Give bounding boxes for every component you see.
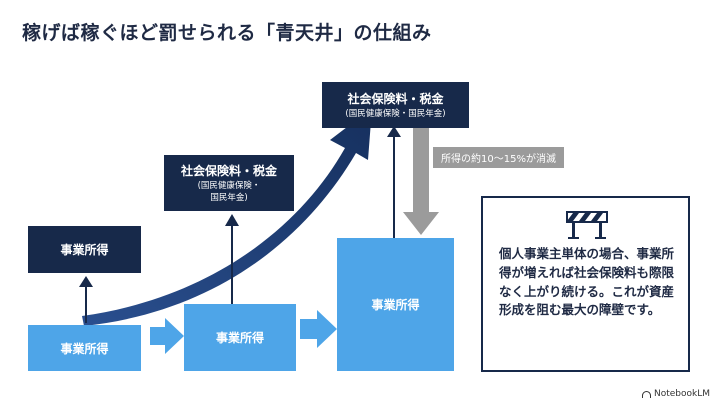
- up-arrow-2: [225, 214, 239, 304]
- note-text: 個人事業主単体の場合、事業所得が増えれば社会保険料も際限なく上がり続ける。これが…: [499, 246, 675, 318]
- loss-label: 所得の約10～15%が消滅: [433, 147, 564, 168]
- stage2-tax-label: 社会保険料・税金: [180, 164, 277, 179]
- page-title: 稼げば稼ぐほど罰せられる「青天井」の仕組み: [22, 22, 432, 44]
- stage3-tax-sub: (国民健康保険・国民年金): [345, 108, 446, 119]
- stage2-income-label: 事業所得: [215, 331, 264, 345]
- flow-arrow-2: [300, 310, 337, 348]
- stage2-tax-box: 社会保険料・税金 (国民健康保険・ 国民年金): [164, 155, 294, 211]
- notebooklm-logo-icon: [641, 390, 651, 398]
- growth-arrow: [82, 108, 372, 326]
- stage1-top-label: 事業所得: [60, 243, 109, 257]
- flow-arrow-1: [150, 318, 184, 354]
- note-box: 個人事業主単体の場合、事業所得が増えれば社会保険料も際限なく上がり続ける。これが…: [481, 196, 690, 372]
- stage2-tax-sub1: (国民健康保険・: [197, 181, 261, 192]
- up-arrow-3: [387, 126, 401, 241]
- stage1-income-box: 事業所得: [28, 325, 141, 371]
- notebooklm-logo: NotebookLM: [641, 389, 710, 399]
- loss-arrow: [403, 127, 439, 235]
- stage3-income-label: 事業所得: [371, 298, 420, 312]
- stage3-tax-label: 社会保険料・税金: [347, 91, 444, 106]
- barrier-icon: [566, 211, 608, 239]
- stage2-tax-sub2: 国民年金): [210, 192, 248, 203]
- stage2-income-box: 事業所得: [184, 304, 296, 371]
- stage3-tax-box: 社会保険料・税金 (国民健康保険・国民年金): [322, 82, 469, 128]
- stage3-income-box: 事業所得: [337, 238, 454, 371]
- notebooklm-logo-text: NotebookLM: [653, 389, 710, 399]
- stage1-top-box: 事業所得: [28, 226, 141, 273]
- up-arrow-1: [79, 276, 93, 323]
- stage1-income-label: 事業所得: [60, 341, 109, 356]
